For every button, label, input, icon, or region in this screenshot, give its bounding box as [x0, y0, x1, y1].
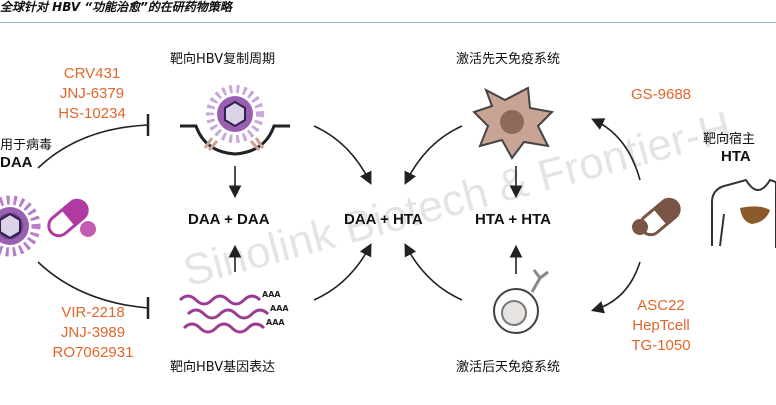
arrow-to-center [404, 125, 463, 185]
arrow-host-adaptive [590, 261, 641, 314]
cell-virus-icon [180, 85, 290, 156]
title-divider [0, 22, 776, 23]
drug-name: RO7062931 [52, 344, 134, 361]
drug-name: JNJ-6379 [59, 85, 125, 102]
innate-cell-icon [472, 86, 555, 160]
drug-name: JNJ-3989 [60, 324, 126, 341]
combo-daa-hta: DAA + HTA [344, 211, 423, 228]
capsule-icon [47, 198, 96, 238]
drug-name: CRV431 [63, 65, 121, 82]
mrna-icon [178, 294, 270, 334]
right-target-abbr: HTA [721, 148, 751, 165]
heading-expression: 靶向HBV基因表达 [170, 360, 276, 375]
capsule-icon [632, 197, 681, 237]
right-target-label: 靶向宿主 [703, 132, 756, 147]
combo-daa-daa: DAA + DAA [188, 211, 270, 228]
adaptive-cell-icon [493, 269, 549, 334]
mrna-polya-label: AAA [270, 304, 289, 313]
drug-name: ASC22 [637, 297, 685, 314]
arrow-host-innate [591, 118, 641, 181]
drug-name: HS-10234 [58, 105, 126, 122]
left-target-abbr: DAA [0, 154, 33, 171]
arrow-to-center [313, 125, 372, 185]
body-liver-icon [711, 178, 776, 248]
drug-name: GS-9688 [630, 86, 692, 103]
left-target-label: 用于病毒 [0, 138, 53, 153]
inhibit-arc-upper [37, 124, 149, 169]
drug-list-innate: GS-9688 [606, 85, 716, 105]
drug-list-replication: CRV431 JNJ-6379 HS-10234 [42, 64, 142, 124]
arrow-to-center [404, 243, 463, 301]
drug-name: TG-1050 [631, 337, 691, 354]
drug-name: VIR-2218 [61, 304, 125, 321]
drug-list-adaptive: ASC22 HepTcell TG-1050 [606, 296, 716, 356]
page-title: 全球针对 HBV “功能治愈”的在研药物策略 [0, 0, 232, 14]
arrow-to-center [313, 243, 372, 301]
drug-list-expression: VIR-2218 JNJ-3989 RO7062931 [38, 303, 148, 363]
heading-innate: 激活先天免疫系统 [456, 52, 561, 67]
heading-adaptive: 激活后天免疫系统 [456, 360, 561, 375]
inhibit-arc-lower [37, 261, 149, 309]
mrna-polya-label: AAA [266, 318, 285, 327]
heading-replication: 靶向HBV复制周期 [170, 52, 276, 67]
drug-name: HepTcell [632, 317, 690, 334]
combo-hta-hta: HTA + HTA [475, 211, 551, 228]
virus-icon [0, 195, 41, 257]
mrna-polya-label: AAA [262, 290, 281, 299]
